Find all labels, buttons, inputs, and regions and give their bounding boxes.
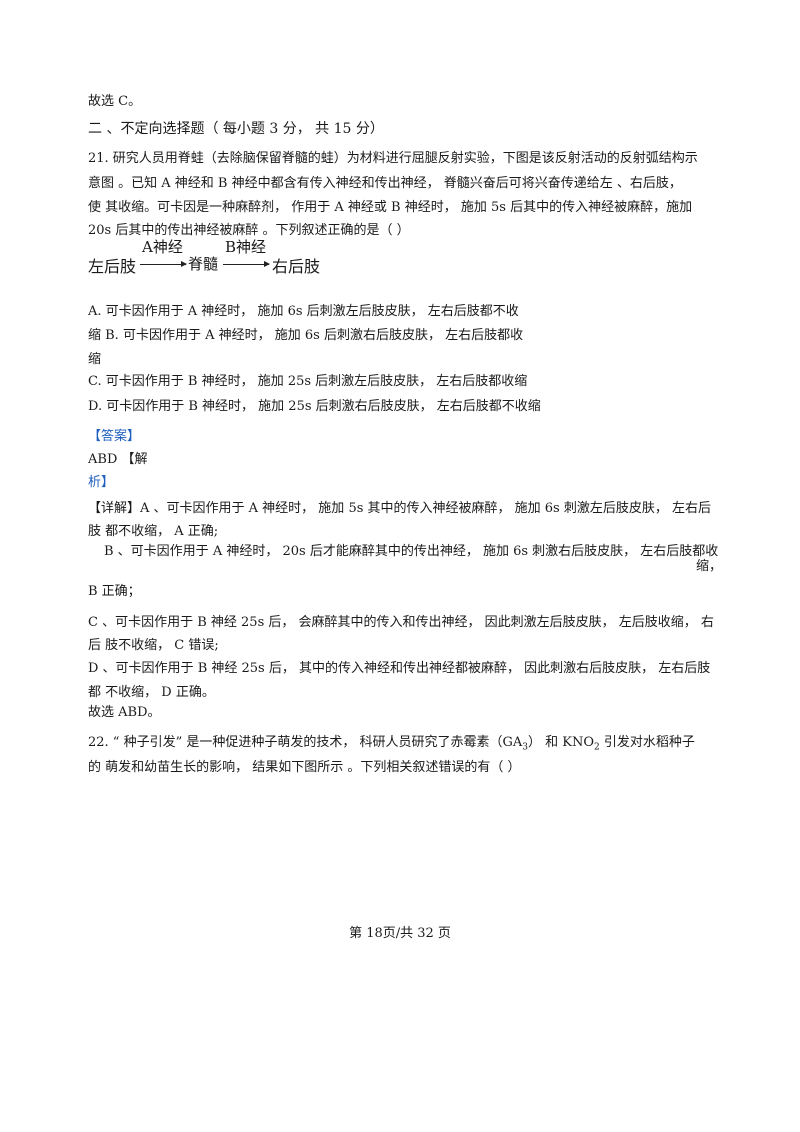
q21-stem-line-2: 意图 。已知 A 神经和 B 神经中都含有传入神经和传出神经， 脊髓兴奋后可将兴… (88, 176, 682, 191)
section-heading: 二 、不定向选择题（ 每小题 3 分， 共 15 分） (88, 121, 384, 137)
detail-a: 【详解】A 、可卡因作用于 A 神经时， 施加 5s 其中的传入神经被麻醉， 施… (88, 501, 711, 516)
q21-stem-line-4: 20s 后其中的传出神经被麻醉 。下列叙述正确的是（ ） (88, 223, 410, 238)
detail-c-cont: 后 肢不收缩， C 错误; (88, 638, 219, 653)
q22-sub-3: 3 (522, 742, 529, 753)
detail-b: B 、可卡因作用于 A 神经时， 20s 后才能麻醉其中的传出神经， 施加 6s… (104, 544, 719, 559)
detail-b-cont: 缩， (696, 559, 723, 574)
q21-option-a: A. 可卡因作用于 A 神经时， 施加 6s 后刺激左后肢皮肤， 左右后肢都不收 (88, 304, 519, 319)
answer-line: ABD 【解 (88, 452, 148, 467)
diagram-spinal-cord: 脊髓 (188, 255, 219, 273)
detail-a-cont: 肢 都不收缩， A 正确; (88, 524, 219, 539)
detail-c: C 、可卡因作用于 B 神经 25s 后， 会麻醉其中的传入和传出神经， 因此刺… (88, 615, 714, 630)
diagram-nerve-b-label: B神经 (225, 238, 267, 256)
q22-text-b: ） 和 KNO (528, 735, 595, 750)
q22-text-a: 22. “ 种子引发” 是一种促进种子萌发的技术， 科研人员研究了赤霉素（GA (88, 735, 523, 750)
q21-option-c: C. 可卡因作用于 B 神经时， 施加 25s 后刺激左后肢皮肤， 左右后肢都收… (88, 374, 528, 389)
q22-sub-2: 2 (594, 742, 600, 753)
q21-option-b: 缩 B. 可卡因作用于 A 神经时， 施加 6s 后刺激右后肢皮肤， 左右后肢都… (88, 328, 524, 343)
q22-stem-line-2: 的 萌发和幼苗生长的影响， 结果如下图所示 。下列相关叙述错误的有（ ） (88, 760, 521, 775)
detail-d: D 、可卡因作用于 B 神经 25s 后， 其中的传入神经和传出神经都被麻醉， … (88, 661, 711, 676)
analysis-label: 析】 (88, 475, 115, 490)
q21-option-d: D. 可卡因作用于 B 神经时， 施加 25s 后刺激右后肢皮肤， 左右后肢都不… (88, 399, 541, 414)
detail-d-cont: 都 不收缩， D 正确。 (88, 685, 215, 700)
previous-conclusion: 故选 C。 (88, 94, 142, 109)
arrow-icon (223, 261, 270, 267)
q21-stem-line-3: 使 其收缩。可卡因是一种麻醉剂， 作用于 A 神经或 B 神经时， 施加 5s … (88, 200, 693, 215)
arrow-icon (140, 261, 187, 267)
diagram-right-limb: 右后肢 (272, 257, 321, 276)
answer-label: 【答案】 (88, 429, 141, 444)
diagram-nerve-a-label: A神经 (142, 238, 183, 256)
reflex-arc-diagram: 左后肢 A神经 脊髓 B神经 右后肢 (88, 236, 328, 276)
q22-text-c: 引发对水稻种子 (599, 735, 695, 750)
q21-option-b-cont: 缩 (88, 352, 102, 367)
diagram-left-limb: 左后肢 (88, 257, 137, 276)
q22-stem-line-1: 22. “ 种子引发” 是一种促进种子萌发的技术， 科研人员研究了赤霉素（GA3… (88, 734, 695, 757)
page-footer: 第 18页/共 32 页 (349, 926, 451, 941)
q21-conclusion: 故选 ABD。 (88, 705, 161, 720)
detail-b-verdict: B 正确； (88, 584, 141, 599)
q21-stem-line-1: 21. 研究人员用脊蛙（去除脑保留脊髓的蛙）为材料进行屈腿反射实验，下图是该反射… (88, 151, 698, 166)
